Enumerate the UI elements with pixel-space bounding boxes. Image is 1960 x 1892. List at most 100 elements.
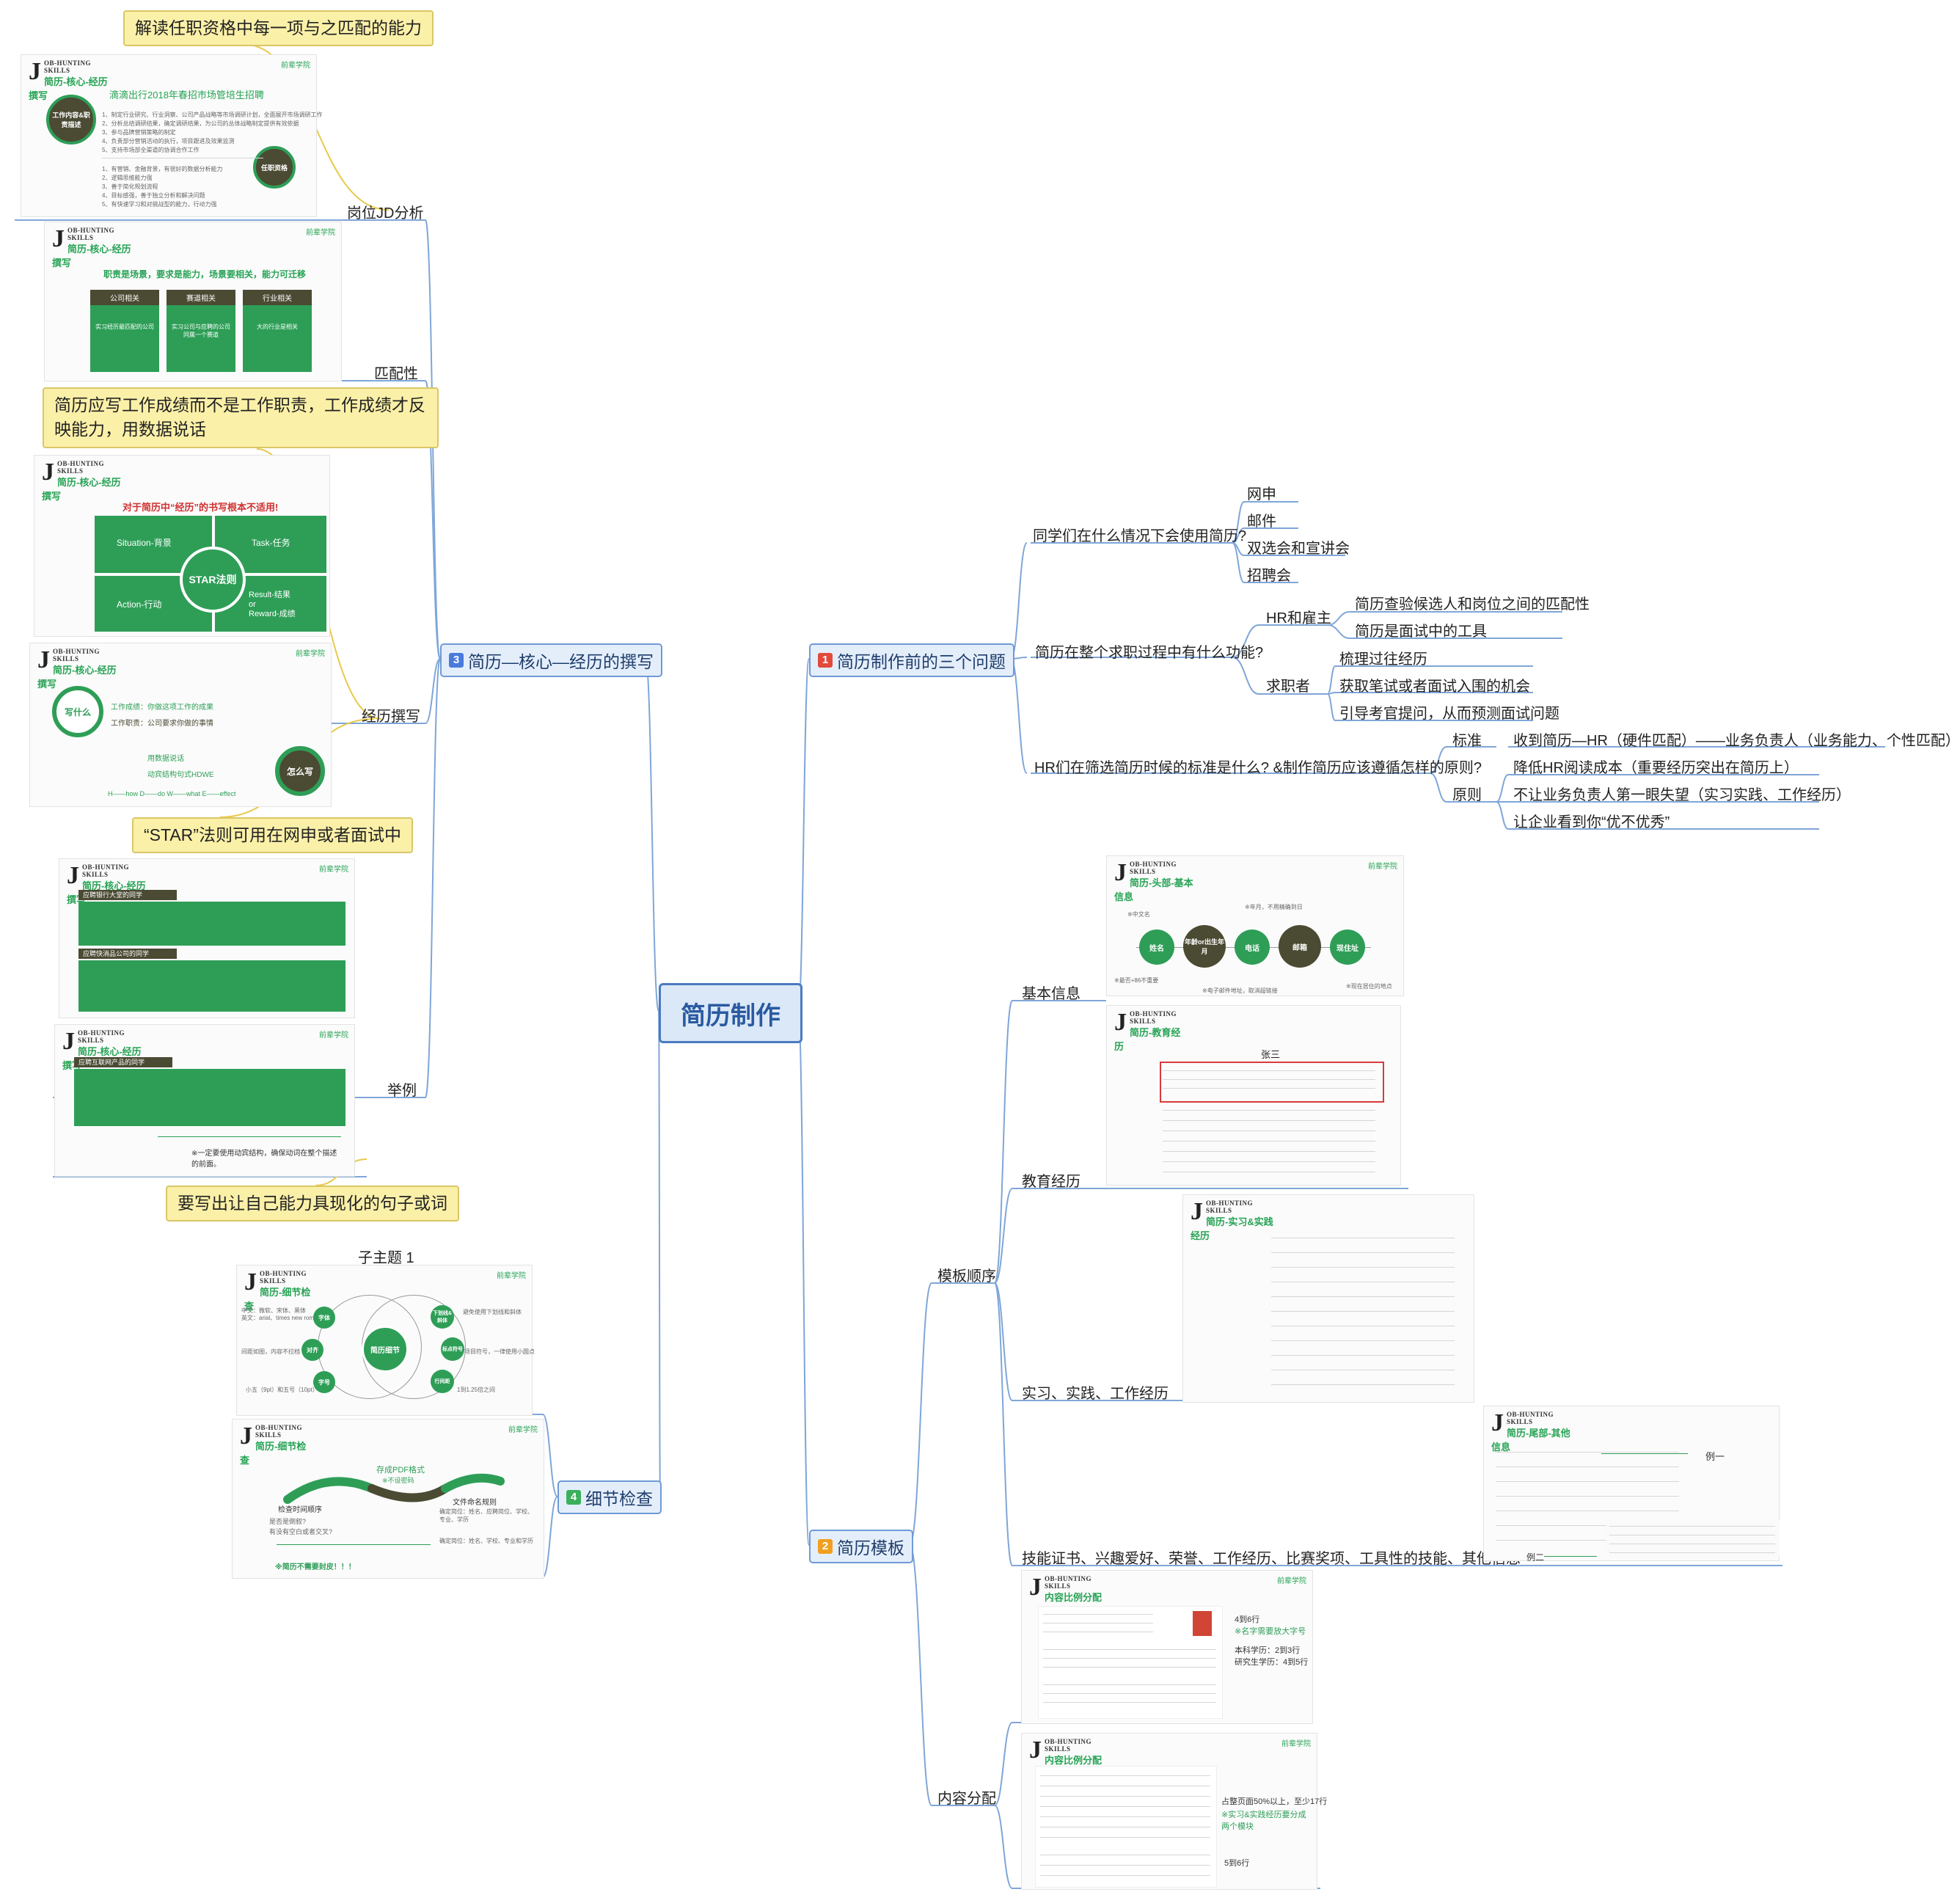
branch-number: 2	[818, 1539, 833, 1554]
criteria-principle[interactable]: 原则	[1452, 787, 1482, 803]
branch-label: 简历制作前的三个问题	[837, 652, 1006, 671]
usage-item[interactable]: 双选会和宣讲会	[1247, 541, 1350, 557]
connector-line	[1327, 693, 1336, 721]
age-dot: 年龄or出生年月	[1183, 925, 1226, 968]
text-line	[1163, 1161, 1375, 1162]
internship-experience[interactable]: 实习、实践、工作经历	[1022, 1386, 1169, 1402]
usage-item[interactable]: 网申	[1247, 486, 1276, 503]
branch-number: 4	[566, 1490, 581, 1505]
education[interactable]: 教育经历	[1022, 1174, 1080, 1190]
job-seeker[interactable]: 求职者	[1266, 679, 1310, 695]
criteria-standard[interactable]: 标准	[1452, 733, 1482, 749]
text-line	[1496, 1452, 1679, 1453]
branch-resume-template[interactable]: 2 简历模板	[809, 1530, 913, 1563]
matching[interactable]: 匹配性	[374, 366, 418, 382]
usage-item[interactable]: 邮件	[1247, 514, 1276, 530]
time-check-item: 是否是倒叙?	[269, 1518, 307, 1525]
principle-item[interactable]: 不让业务负责人第一眼失望（实习实践、工作经历）	[1513, 787, 1851, 803]
other-info[interactable]: 技能证书、兴趣爱好、荣誉、工作经历、比赛奖项、工具性的技能、其他信息	[1022, 1551, 1521, 1567]
what-circle: 写什么	[52, 686, 103, 737]
template-order[interactable]: 模板顺序	[937, 1268, 996, 1285]
usage-item[interactable]: 招聘会	[1247, 568, 1291, 584]
detail-note: 避免使用下划线和斜体	[463, 1309, 522, 1315]
hr-item[interactable]: 简历查验候选人和岗位之间的匹配性	[1355, 596, 1590, 613]
text-line	[1043, 1649, 1216, 1650]
seeker-item[interactable]: 获取笔试或者面试入围的机会	[1339, 679, 1530, 695]
seeker-item[interactable]: 引导考官提问，从而预测面试问题	[1339, 706, 1559, 722]
connector-line	[1430, 746, 1447, 774]
callout-wording: 要写出让自己能力具现化的句子或词	[166, 1186, 459, 1222]
principle-item[interactable]: 降低HR阅读成本（重要经历突出在简历上）	[1513, 760, 1799, 776]
email-dot: 邮箱	[1279, 925, 1321, 968]
content-allocation[interactable]: 内容分配	[937, 1791, 996, 1807]
branch-experience-writing[interactable]: 3 简历—核心—经历的撰写	[440, 643, 662, 677]
hr-item[interactable]: 简历是面试中的工具	[1355, 624, 1487, 640]
standard-item[interactable]: 收到简历—HR（硬件匹配）——业务负责人（业务能力、个性匹配）	[1513, 733, 1960, 749]
branch-three-questions[interactable]: 1 简历制作前的三个问题	[809, 643, 1014, 677]
branch-label: 细节检查	[585, 1489, 653, 1508]
connector-line	[1232, 542, 1245, 583]
basic-note: ※年月，不用精确到日	[1245, 904, 1303, 910]
question-function[interactable]: 简历在整个求职过程中有什么功能?	[1035, 645, 1264, 661]
hr-employer[interactable]: HR和雇主	[1266, 610, 1331, 627]
brand-logo: 前辈学院	[497, 1272, 526, 1280]
basic-info[interactable]: 基本信息	[1022, 986, 1080, 1002]
text-line	[1163, 1088, 1375, 1089]
text-line	[1043, 1658, 1216, 1659]
file-naming-item: 确定岗位：姓名、应聘岗位、学校、专业、学历	[439, 1508, 533, 1523]
text-line	[1609, 1552, 1775, 1553]
how-line: 动宾结构句式HDWE	[147, 771, 214, 779]
duty-line: 5、支持市场部全渠道的协调合作工作	[102, 147, 200, 153]
subtopic-1[interactable]: 子主题 1	[358, 1250, 414, 1266]
experience-writing[interactable]: 经历撰写	[362, 709, 420, 725]
how-line: 用数据说话	[147, 755, 184, 763]
time-check-item: 有没有空白或者交叉?	[269, 1528, 333, 1535]
question-criteria[interactable]: HR们在筛选简历时候的标准是什么? &制作简历应该遵循怎样的原则?	[1034, 760, 1482, 776]
text-line	[1040, 1806, 1210, 1807]
connector-line	[542, 1496, 558, 1578]
size-dot: 字号	[313, 1371, 335, 1393]
principle-item[interactable]: 让企业看到你“优不优秀”	[1513, 814, 1670, 830]
connector-line	[994, 1282, 1013, 1401]
pointer-line	[1601, 1453, 1688, 1454]
text-line	[1271, 1267, 1455, 1268]
ratio-note: 占整页面50%以上，至少17行	[1221, 1797, 1328, 1806]
qual-line: 2、逻辑思维能力强	[102, 175, 153, 181]
brand-logo: 前辈学院	[1277, 1577, 1306, 1585]
underline-dot: 下划线&斜体	[431, 1305, 454, 1329]
connector-line	[994, 1188, 1013, 1284]
examples[interactable]: 举例	[387, 1083, 417, 1099]
jd-analysis[interactable]: 岗位JD分析	[347, 205, 424, 222]
pdf-note: 存成PDF格式	[376, 1466, 425, 1475]
column-industry: 行业相关 大的行业是相关	[243, 290, 312, 372]
branch-detail-check[interactable]: 4 细节检查	[557, 1480, 662, 1514]
central-topic[interactable]: 简历制作	[659, 983, 802, 1043]
file-naming-item: 确定岗位：姓名、学校、专业和学历	[439, 1538, 533, 1544]
seeker-item[interactable]: 梳理过往经历	[1339, 651, 1427, 668]
basic-note: ※最否+86不重要	[1114, 977, 1159, 984]
question-usage[interactable]: 同学们在什么情况下会使用简历?	[1033, 528, 1247, 544]
example-note: ※一定要使用动宾结构，确保动词在整个描述的前面。	[191, 1150, 337, 1169]
connector-line	[909, 1282, 932, 1546]
duty-line: 1、制定行业研究、行业洞察、公司产品战略等市场调研计划，全面展开市场调研工作	[102, 112, 323, 118]
text-line	[1271, 1384, 1455, 1385]
qual-line: 3、善于简化规划流程	[102, 183, 158, 190]
